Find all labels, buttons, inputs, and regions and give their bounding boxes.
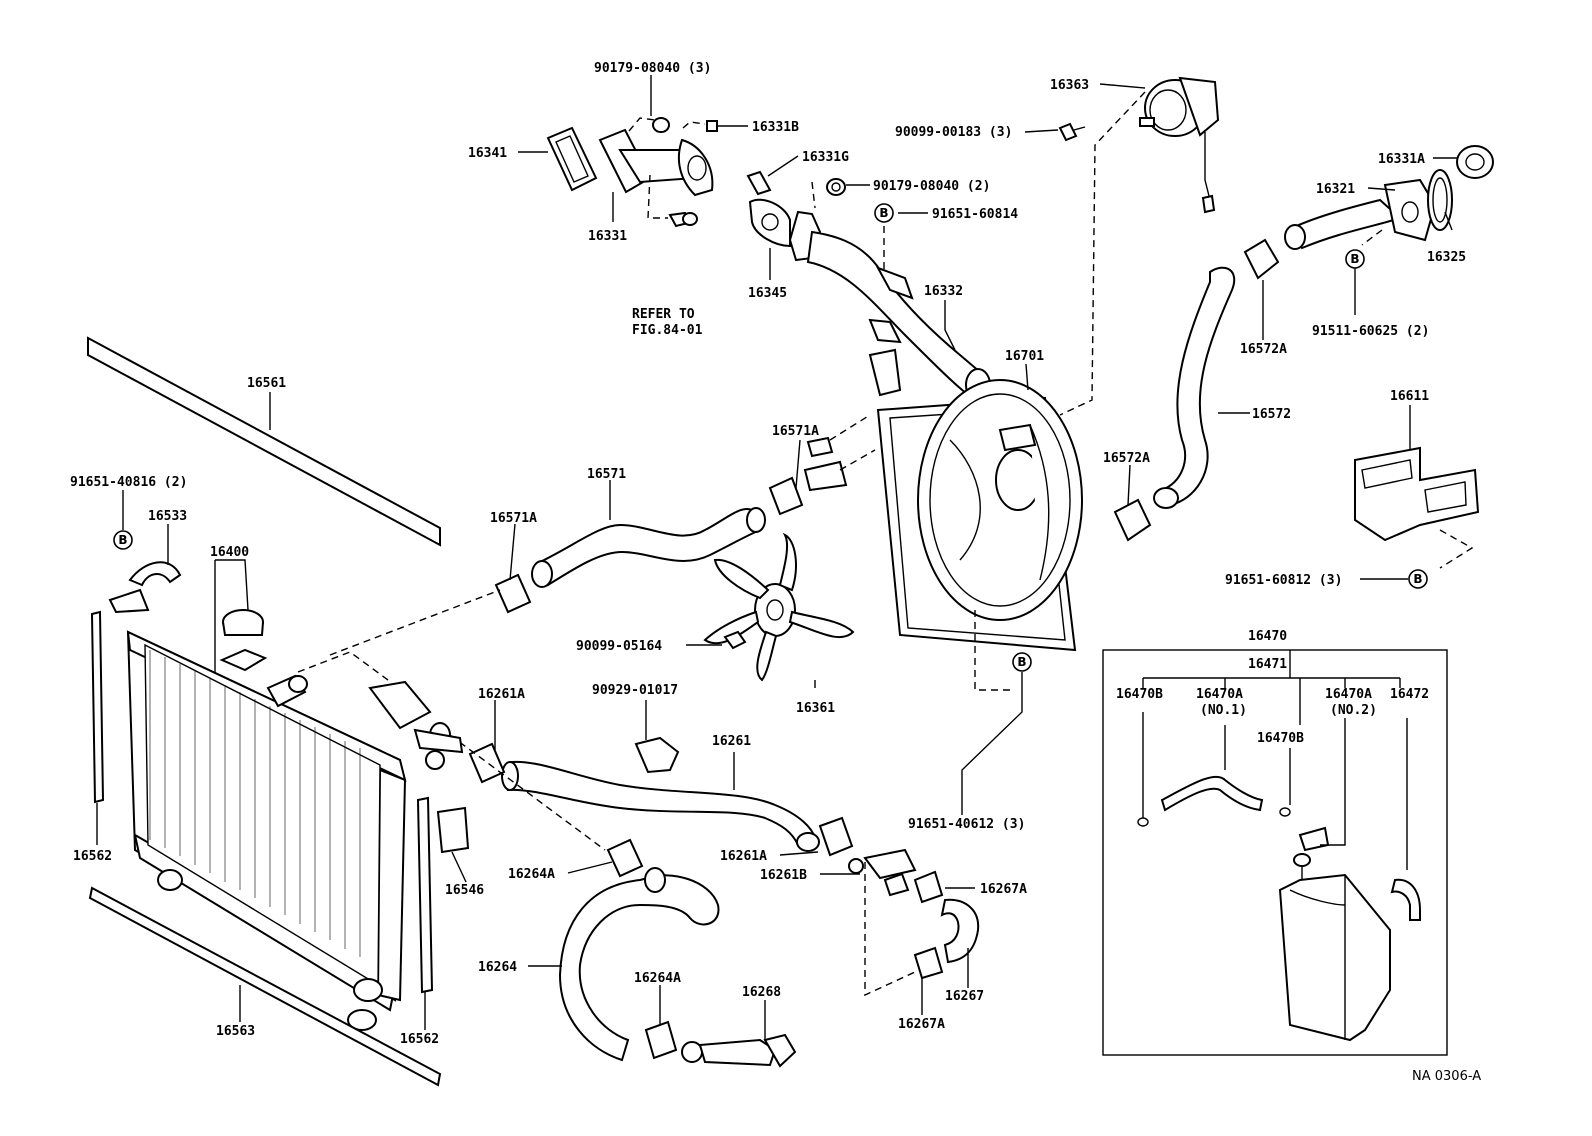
part-label: 16571A: [772, 424, 819, 439]
bolt-markers: B B B B B: [113, 203, 1428, 672]
part-label: 16470B: [1116, 687, 1163, 702]
part-label: 16331A: [1378, 152, 1425, 167]
bolt-marker: B: [1345, 249, 1365, 269]
part-label: 91651-60812 (3): [1225, 573, 1342, 588]
part-label: 16563: [216, 1024, 255, 1039]
bypass-pipe-group: [1284, 145, 1494, 250]
fan-motor: [1058, 76, 1220, 416]
part-label: 16533: [148, 509, 187, 524]
part-label: 16400: [210, 545, 249, 560]
part-label: 16345: [748, 286, 787, 301]
part-label: 16264: [478, 960, 517, 975]
part-label: 16562: [400, 1032, 439, 1047]
part-labels: 90179-08040 (3) 16331B 16341 16331G 9017…: [70, 61, 1481, 1084]
leader-lines: [96, 75, 1458, 1040]
part-label: 16267: [945, 989, 984, 1004]
bolt-marker: B: [874, 203, 894, 223]
cooling-fan: [703, 532, 855, 682]
part-label: 90929-01017: [592, 683, 678, 698]
bolt-marker: B: [1408, 569, 1428, 589]
reservoir-tank-box: [1102, 649, 1448, 1056]
part-label: 16363: [1050, 78, 1089, 93]
bolt-marker: B: [113, 530, 133, 550]
radiator-hose-upper-right: [1113, 238, 1280, 542]
svg-text:B: B: [879, 206, 888, 220]
part-label: 16261A: [720, 849, 767, 864]
part-label: (NO.2): [1330, 703, 1377, 718]
part-label: 16701: [1005, 349, 1044, 364]
radiator: [126, 609, 464, 1031]
part-label: 16331G: [802, 150, 849, 165]
part-label: 90099-05164: [576, 639, 662, 654]
part-label: 16572A: [1240, 342, 1287, 357]
part-label: 91651-60814: [932, 207, 1018, 222]
part-label: 16261B: [760, 868, 807, 883]
lower-hose-fittings: [848, 848, 980, 997]
part-label: 16571: [587, 467, 626, 482]
water-outlet-pipe: [788, 178, 991, 402]
part-label: 16611: [1390, 389, 1429, 404]
fan-shroud-bracket: [1354, 446, 1480, 569]
svg-text:B: B: [1413, 572, 1422, 586]
radiator-hose-bypass: [449, 734, 797, 1068]
part-label: 16268: [742, 985, 781, 1000]
part-label: 16321: [1316, 182, 1355, 197]
part-label: 16325: [1427, 250, 1466, 265]
part-label: 16470: [1248, 629, 1287, 644]
part-label: 16261: [712, 734, 751, 749]
part-label: 91651-40612 (3): [908, 817, 1025, 832]
part-label: 16562: [73, 849, 112, 864]
part-label: 16471: [1248, 657, 1287, 672]
figure-code: NA 0306-A: [1412, 1069, 1481, 1084]
svg-text:B: B: [1350, 252, 1359, 266]
part-label: 16571A: [490, 511, 537, 526]
part-label: 90179-08040 (2): [873, 179, 990, 194]
part-label: 91511-60625 (2): [1312, 324, 1429, 339]
bolt-marker: B: [1012, 652, 1032, 672]
part-label: 91651-40816 (2): [70, 475, 187, 490]
part-label: 16470A: [1196, 687, 1243, 702]
part-label: 16264A: [634, 971, 681, 986]
fan-shroud: [868, 348, 1083, 691]
refer-note-line2: FIG.84-01: [632, 323, 703, 338]
part-label: 16332: [924, 284, 963, 299]
part-label: 16546: [445, 883, 484, 898]
part-label: 16267A: [980, 882, 1027, 897]
part-label: 90099-00183 (3): [895, 125, 1012, 140]
svg-text:B: B: [118, 533, 127, 547]
part-label: 16331B: [752, 120, 799, 135]
radiator-hose-lower: [468, 736, 854, 857]
radiator-support-bracket: [108, 561, 182, 614]
part-label: (NO.1): [1200, 703, 1247, 718]
part-label: 16331: [588, 229, 627, 244]
svg-text:B: B: [1017, 655, 1026, 669]
part-label: 16341: [468, 146, 507, 161]
part-label: 16261A: [478, 687, 525, 702]
part-label: 16267A: [898, 1017, 945, 1032]
part-label: 16470B: [1257, 731, 1304, 746]
water-inlet-housing-group: [546, 117, 791, 248]
part-label: 16572A: [1103, 451, 1150, 466]
part-label: 16264A: [508, 867, 555, 882]
part-label: 16470A: [1325, 687, 1372, 702]
part-label: 16361: [796, 701, 835, 716]
part-label: 16572: [1252, 407, 1291, 422]
radiator-seals: [87, 336, 470, 1087]
radiator-hose-upper: [329, 414, 876, 656]
part-label: 16472: [1390, 687, 1429, 702]
part-label: 90179-08040 (3): [594, 61, 711, 76]
part-label: 16561: [247, 376, 286, 391]
refer-note-line1: REFER TO: [632, 307, 695, 322]
